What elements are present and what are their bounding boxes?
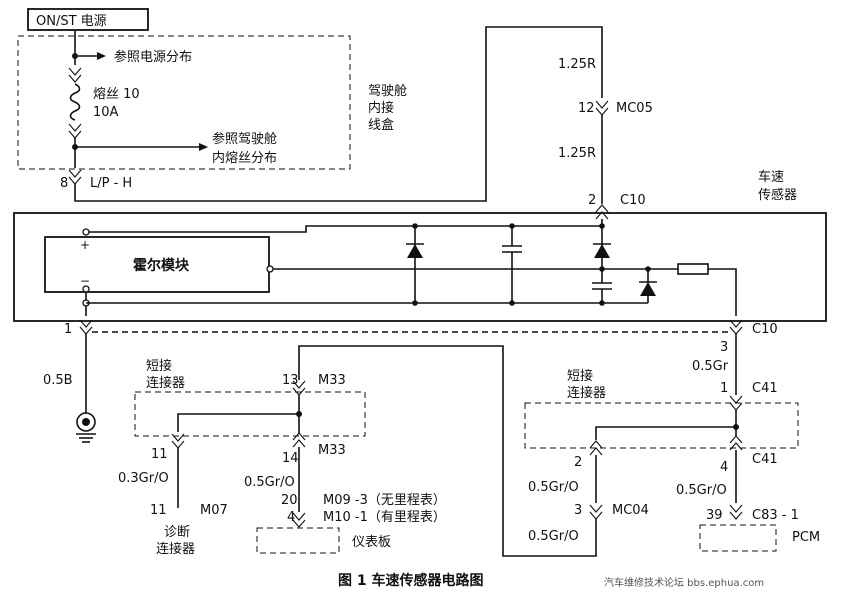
short-conn-right-label-2: 连接器 (567, 385, 606, 401)
m07-label: M07 (200, 503, 228, 518)
speed-sensor-box (13, 212, 827, 322)
m09-label: M09 -3（无里程表） (323, 493, 446, 508)
c83-label: C83 - 1 (752, 508, 799, 523)
m09-connector (292, 512, 306, 528)
speed-sensor-label-1: 车速 (758, 169, 784, 185)
ref-cabin-fuse-label-1: 参照驾驶舱 (212, 131, 277, 147)
diag-conn-label-1: 诊断 (164, 525, 190, 540)
wire-05gro-right-label: 0.5Gr/O (676, 483, 727, 498)
m10-label: M10 -1（有里程表） (323, 510, 446, 525)
m33-bottom-label: M33 (318, 443, 346, 458)
pin-4-c41-label: 4 (720, 460, 728, 475)
wire-05gro-loop (298, 345, 597, 557)
pcm-box (699, 524, 777, 552)
pcm-label: PCM (792, 530, 820, 545)
mc05-label: MC05 (616, 101, 653, 116)
c10-top-connector (595, 204, 609, 220)
wire-05b-label: 0.5B (43, 373, 73, 388)
cabin-box-label-3: 线盒 (368, 117, 394, 133)
pin-11-upper-label: 11 (151, 447, 168, 462)
fuse-rating-label: 10A (93, 105, 119, 120)
pin-2-mc-label: 2 (574, 455, 582, 470)
wire-125r-top-label: 1.25R (558, 57, 596, 72)
cabin-box-label-2: 内接 (368, 100, 394, 116)
fuse-connector-bottom (68, 123, 82, 139)
wire-05gro-mid1-label: 0.5Gr/O (528, 480, 579, 495)
wire-125r-bottom-label: 1.25R (558, 146, 596, 161)
instrument-panel-label: 仪表板 (352, 535, 391, 550)
pin-3-c10-label: 3 (720, 340, 728, 355)
pin-2-mc-connector (589, 440, 603, 456)
pin-14-label: 14 (282, 451, 299, 466)
hall-minus-label: − (80, 274, 90, 288)
short-connector-left-box (134, 391, 366, 437)
c41-bottom-connector (729, 435, 743, 451)
c10-right-connector (729, 319, 743, 335)
diode-icon-3 (640, 282, 656, 296)
wire-05gro-left-label: 0.5Gr/O (244, 475, 295, 490)
ref-cabin-fuse-label-2: 内熔丝分布 (212, 150, 277, 166)
mc05-connector (595, 100, 609, 116)
m33-bottom-connector (292, 432, 306, 448)
pin-11-lower-label: 11 (150, 503, 167, 518)
pin-1-c41-label: 1 (720, 381, 728, 396)
c10-top-label: C10 (620, 193, 646, 208)
c83-connector (729, 504, 743, 520)
power-source-label: ON/ST 电源 (36, 14, 107, 29)
wire-03gro-label: 0.3Gr/O (118, 471, 169, 486)
figure-caption: 图 1 车速传感器电路图 (338, 572, 484, 589)
wire-05gr-label: 0.5Gr (692, 359, 729, 374)
fuse-connector-top (68, 67, 82, 83)
cabin-junction-box (17, 35, 351, 170)
mc04-label: MC04 (612, 503, 649, 518)
m33-top-label: M33 (318, 373, 346, 388)
lph-label: L/P - H (90, 176, 132, 191)
hall-module-label: 霍尔模块 (133, 257, 190, 274)
ref-power-dist-label: 参照电源分布 (114, 49, 192, 65)
diode-icon (407, 244, 423, 258)
pin-39-label: 39 (706, 508, 723, 523)
short-conn-left-label-2: 连接器 (146, 375, 185, 391)
wire-05gro-mid2-label: 0.5Gr/O (528, 529, 579, 544)
pin-13-label: 13 (282, 373, 299, 388)
speed-sensor-label-2: 传感器 (758, 187, 797, 203)
instrument-panel-box (256, 527, 340, 554)
mc04-connector (589, 504, 603, 520)
short-conn-right-label-1: 短接 (567, 368, 593, 384)
hall-plus-label: + (80, 238, 90, 252)
short-conn-left-label-1: 短接 (146, 358, 172, 374)
power-source-box (27, 8, 149, 31)
zener-diode-icon (594, 244, 610, 258)
pin-1-label: 1 (64, 322, 72, 337)
pin-12-label: 12 (578, 101, 595, 116)
resistor-icon (677, 263, 709, 275)
pin-8-connector (68, 169, 82, 185)
pin-3-mc04-label: 3 (574, 503, 582, 518)
pin-1-connector (79, 319, 93, 335)
pin-8-label: 8 (60, 176, 68, 191)
cabin-box-label-1: 驾驶舱 (368, 84, 407, 99)
pin-20-label: 20 (281, 493, 298, 508)
c41-top-label: C41 (752, 381, 778, 396)
diag-conn-label-2: 连接器 (156, 541, 195, 557)
hall-module-box (44, 236, 270, 293)
watermark: 汽车维修技术论坛 bbs.ephua.com (604, 576, 764, 589)
pin-4-m10-label: 4 (287, 510, 295, 525)
c41-bottom-label: C41 (752, 452, 778, 467)
wire-125r (74, 26, 603, 202)
fuse-icon (69, 83, 81, 121)
fuse-label: 熔丝 10 (93, 87, 140, 102)
short-connector-right-box (524, 402, 799, 449)
c10-right-label: C10 (752, 322, 778, 337)
pin-2-c10-label: 2 (588, 193, 596, 208)
